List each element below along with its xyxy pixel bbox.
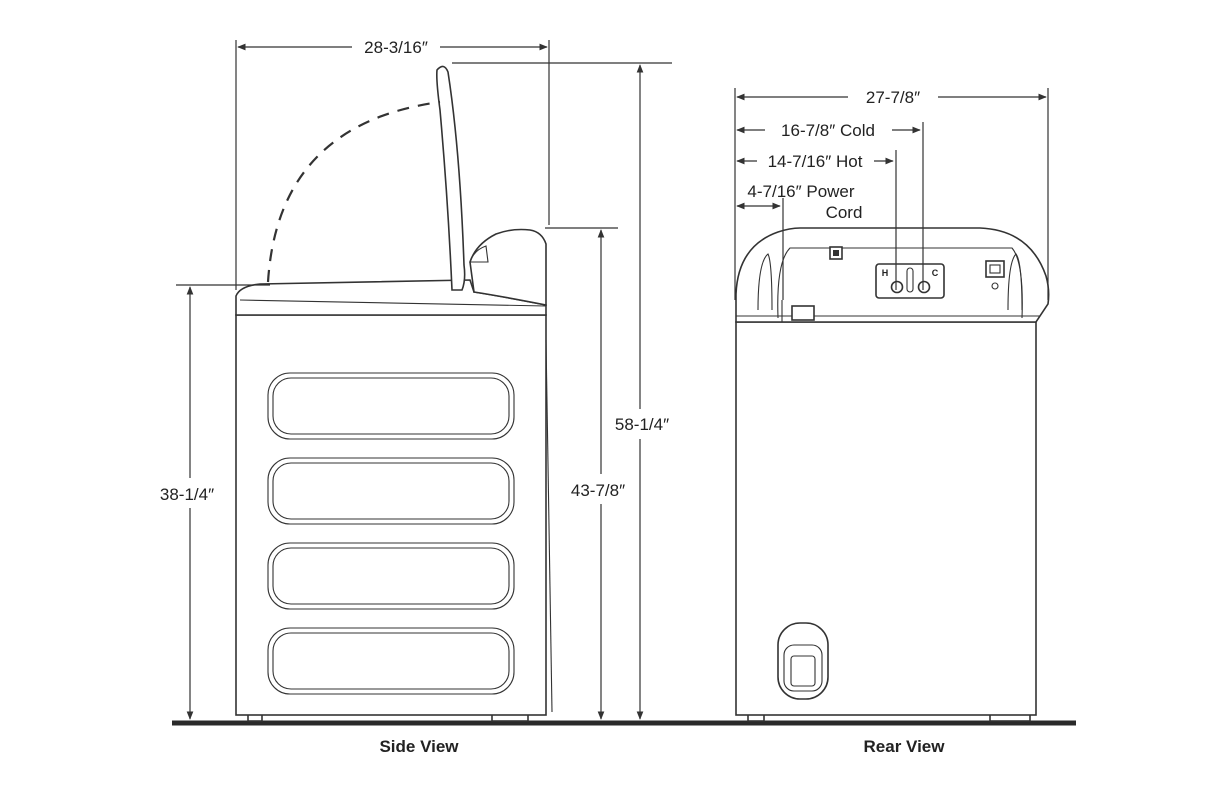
side-panel-2 <box>267 457 515 525</box>
hot-inlet <box>890 280 904 294</box>
side-panel-3-inner <box>272 547 510 605</box>
power-cord-label-line1: 4-7/16″ Power <box>747 182 854 201</box>
cold-inlet-label: 16-7/8″ Cold <box>781 121 875 140</box>
side-panel-1 <box>267 372 515 440</box>
rear-label-square-inner <box>833 250 839 256</box>
drain-inner <box>790 655 816 687</box>
side-panel-4-inner <box>272 632 510 690</box>
hot-inlet-label: 14-7/16″ Hot <box>768 152 863 171</box>
rear-console-right-fin <box>1007 253 1023 311</box>
side-view-caption: Side View <box>379 737 459 756</box>
depth-lid-open-label: 28-3/16″ <box>364 38 428 57</box>
drain-middle <box>783 644 823 692</box>
rear-console-left-fin <box>757 253 773 311</box>
cabinet-height-label: 38-1/4″ <box>160 485 214 504</box>
rear-view: H C 27-7/8″ 16-7/8″ Cold 14-7/16″ Hot <box>734 88 1050 756</box>
rear-view-caption: Rear View <box>864 737 946 756</box>
inlet-divider <box>906 267 914 293</box>
rear-vent-square-inner <box>989 264 1001 274</box>
console-height-label: 43-7/8″ <box>571 481 625 500</box>
power-cord-relief <box>791 305 815 321</box>
side-console <box>469 228 547 306</box>
side-panel-2-inner <box>272 462 510 520</box>
rear-vent-square <box>985 260 1005 278</box>
lid-height-label: 58-1/4″ <box>615 415 669 434</box>
cold-inlet <box>917 280 931 294</box>
rear-vent-dot <box>991 282 999 290</box>
lid-swing-arc <box>266 100 441 283</box>
side-rear-edge <box>545 339 553 713</box>
side-console-knob <box>469 245 489 263</box>
cold-marker: C <box>932 268 939 278</box>
side-view: 28-3/16″ 38-1/4″ 43-7/8″ 58-1/4″ Side Vi… <box>160 38 672 756</box>
side-panel-4 <box>267 627 515 695</box>
side-panel-1-inner <box>272 377 510 435</box>
side-panel-3 <box>267 542 515 610</box>
drain-outer <box>777 622 829 700</box>
side-cabinet <box>235 314 547 716</box>
hot-marker: H <box>882 268 889 278</box>
power-cord-label-line2: Cord <box>826 203 863 222</box>
side-top-crease <box>239 299 547 307</box>
side-open-lid <box>436 65 466 291</box>
rear-width-label: 27-7/8″ <box>866 88 920 107</box>
